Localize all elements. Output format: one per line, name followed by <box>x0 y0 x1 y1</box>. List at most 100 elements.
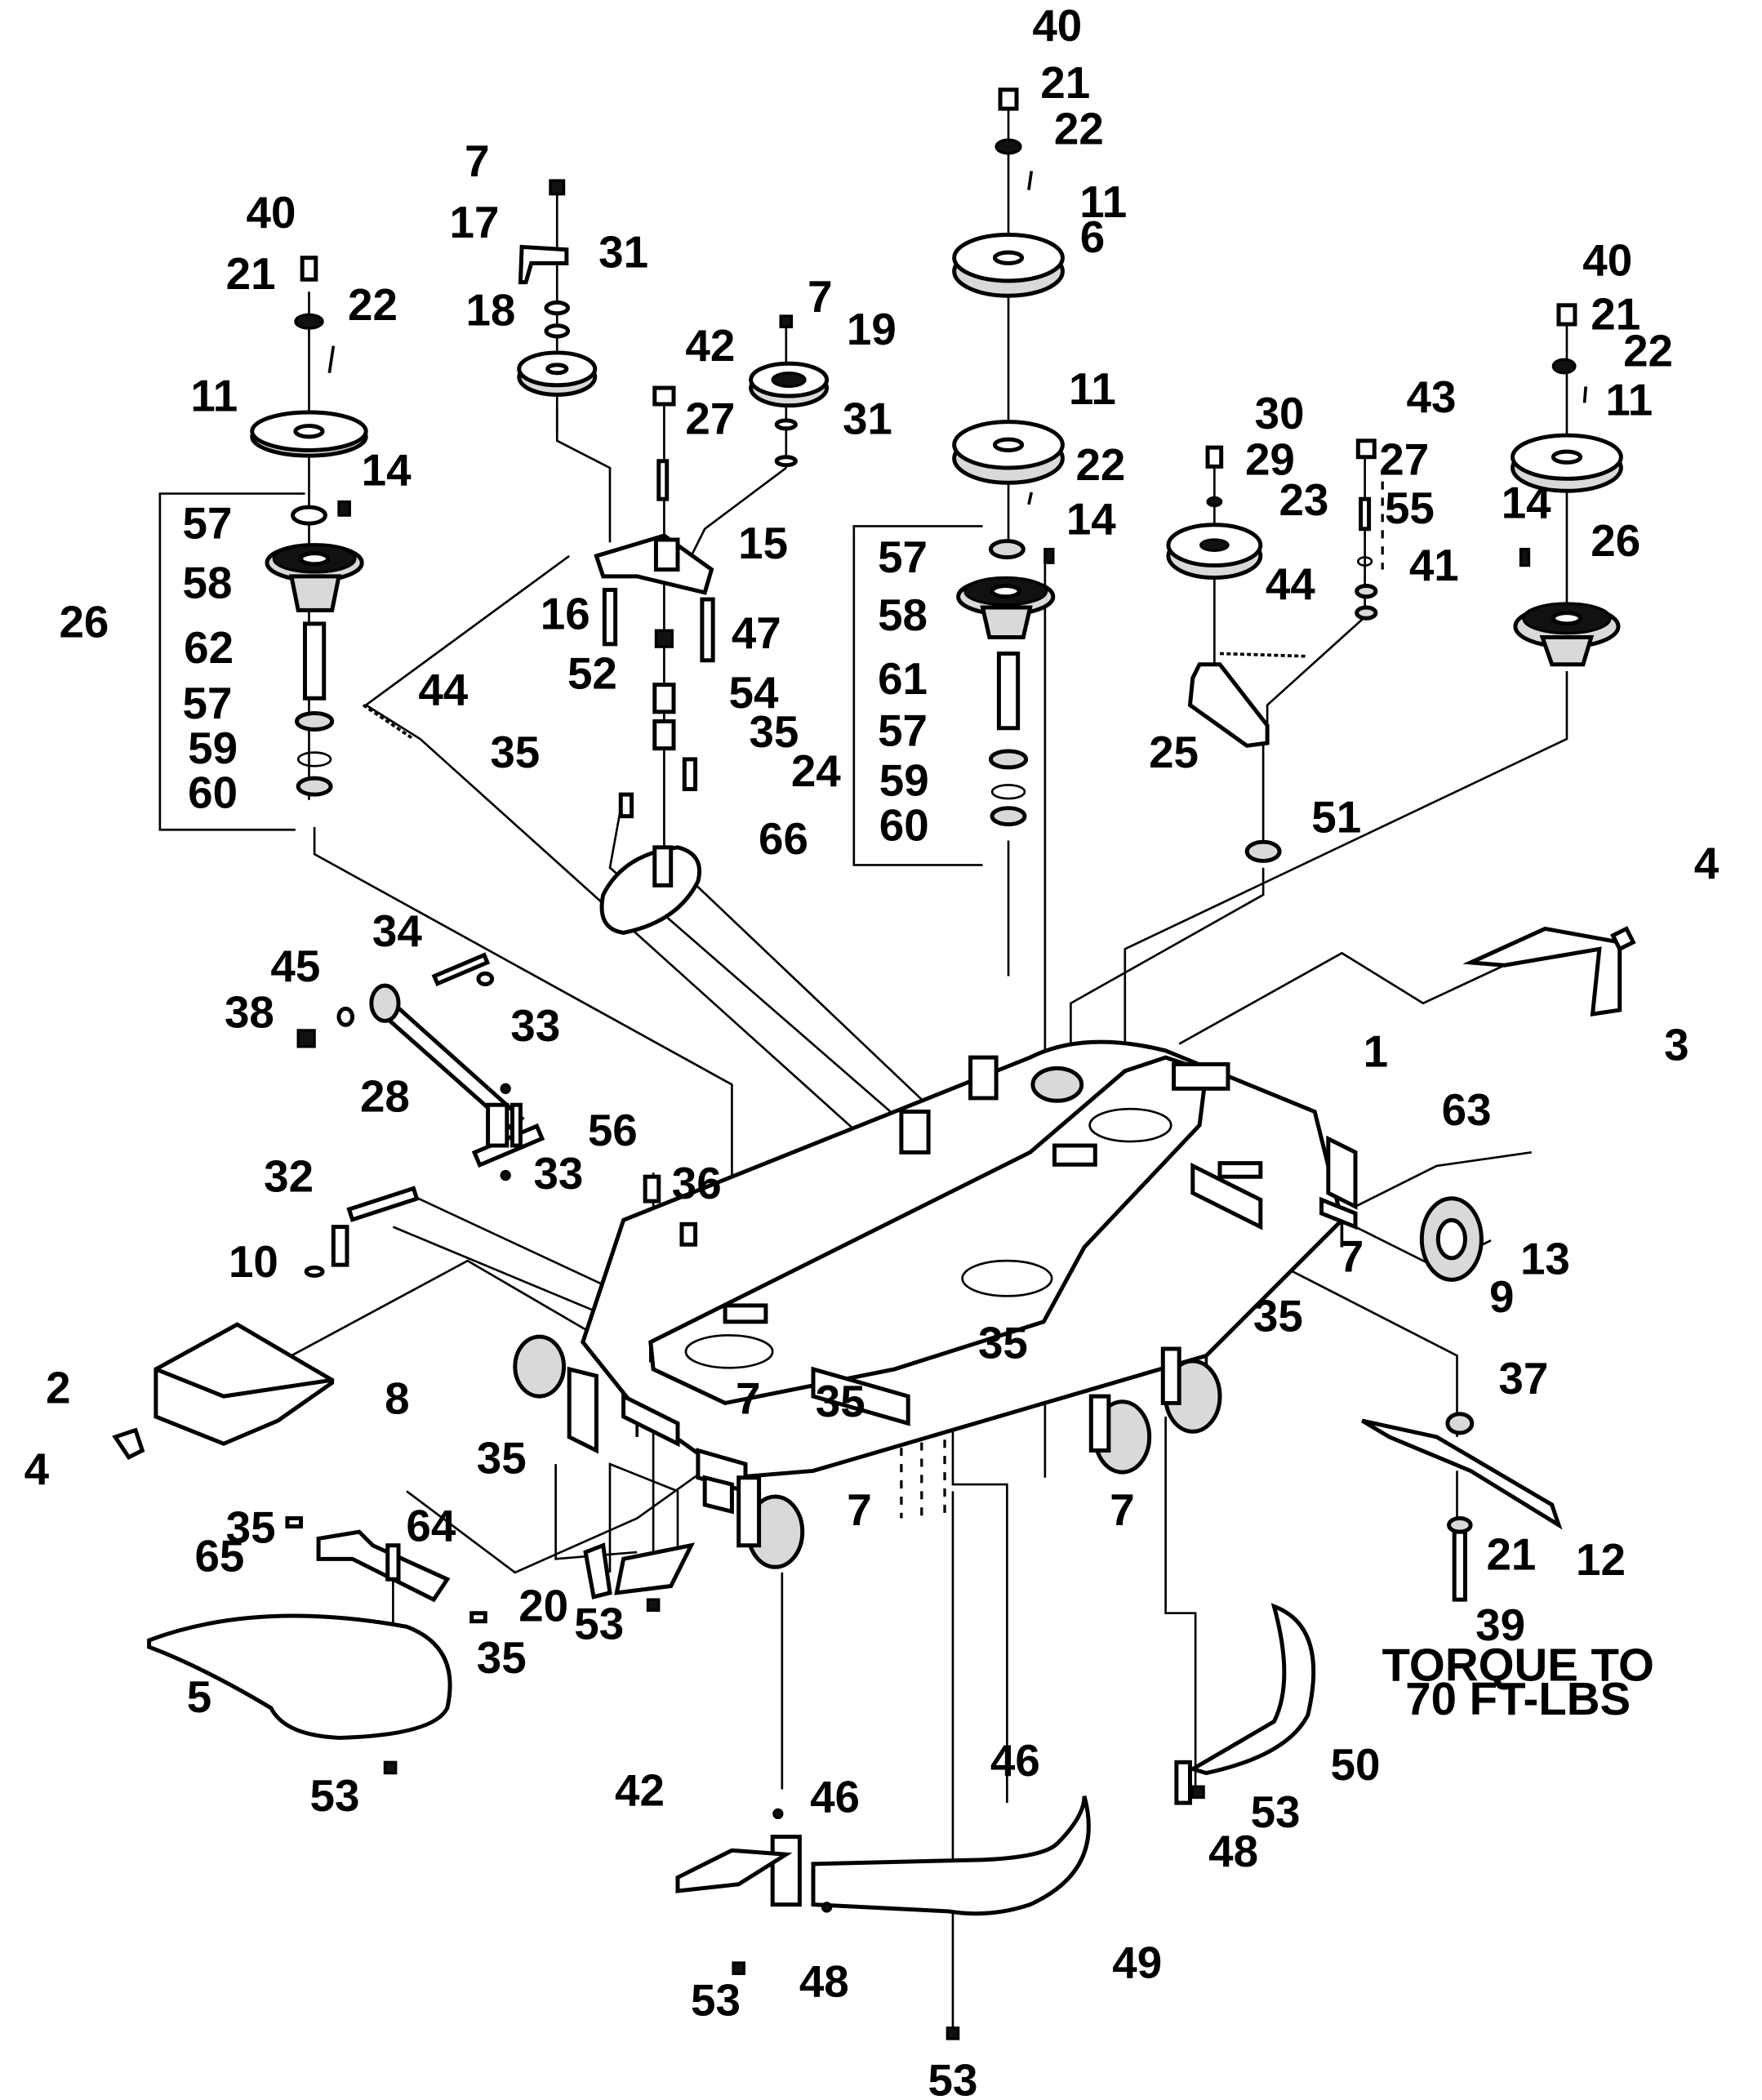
callout-label: 21 <box>1486 1529 1536 1580</box>
callout-label: 40 <box>1032 0 1082 51</box>
callout-label: 57 <box>183 497 233 548</box>
callout-label: 21 <box>226 248 276 299</box>
left-spindle-assembly <box>250 256 368 797</box>
callout-label: 34 <box>372 905 422 956</box>
callout-label: 35 <box>226 1502 276 1552</box>
callout-label: 54 <box>728 667 778 718</box>
callout-label: 57 <box>183 678 233 728</box>
callout-label: 50 <box>1331 1739 1381 1790</box>
callout-label: 32 <box>264 1150 314 1201</box>
callout-label: 59 <box>188 723 238 773</box>
callout-label: 14 <box>362 445 412 496</box>
callout-label: 35 <box>477 1632 527 1683</box>
callout-label: 20 <box>518 1581 568 1631</box>
callout-label: 11 <box>1069 363 1116 414</box>
callout-label: 45 <box>270 941 320 991</box>
mower-deck <box>581 1039 1358 1515</box>
callout-label: 6 <box>1080 211 1105 262</box>
callout-label: 39 <box>1475 1599 1525 1650</box>
torque-note-line1: TORQUE TO <box>1382 1640 1653 1691</box>
callout-label: 9 <box>1489 1271 1514 1322</box>
callout-label: 52 <box>567 648 617 699</box>
callout-label: 49 <box>1112 1937 1162 1987</box>
callout-label: 53 <box>928 2055 978 2100</box>
callout-label: 22 <box>1623 326 1673 376</box>
callout-label: 65 <box>194 1530 244 1581</box>
callout-label: 59 <box>879 755 929 806</box>
callout-label: 29 <box>1245 434 1295 484</box>
callout-label: 7 <box>1110 1484 1134 1535</box>
callout-label: 28 <box>360 1071 410 1122</box>
callout-label: 35 <box>978 1318 1028 1368</box>
callout-label: 10 <box>229 1236 278 1287</box>
callout-label: 35 <box>490 727 540 777</box>
callout-label: 64 <box>406 1501 456 1551</box>
callout-label: 7 <box>808 271 832 322</box>
callout-label: 35 <box>1253 1290 1303 1341</box>
callout-label: 11 <box>1079 176 1127 227</box>
callout-label: 26 <box>59 597 109 647</box>
blade <box>1361 1412 1563 1602</box>
callout-label: 33 <box>510 1000 560 1051</box>
callout-label: 51 <box>1311 792 1361 843</box>
callout-label: 7 <box>847 1484 871 1535</box>
callout-label: 44 <box>418 665 468 715</box>
callout-label: 42 <box>615 1764 665 1815</box>
callout-label: 40 <box>247 187 296 238</box>
callout-label: 31 <box>843 394 892 444</box>
callout-label: 11 <box>190 370 238 420</box>
callout-label: 35 <box>477 1433 527 1484</box>
callout-label: 7 <box>465 136 489 186</box>
discharge-chute <box>675 1603 1316 2040</box>
callout-label: 42 <box>685 320 735 371</box>
callout-label: 4 <box>24 1444 50 1494</box>
callout-label: 61 <box>878 653 928 704</box>
callout-label: 7 <box>736 1373 760 1424</box>
callout-label: 5 <box>187 1671 211 1722</box>
callout-label: 46 <box>810 1772 860 1822</box>
callout-label: 60 <box>879 800 929 851</box>
callout-label: 63 <box>1442 1084 1492 1135</box>
callout-label: 11 <box>1605 374 1653 425</box>
callout-label: 60 <box>188 767 238 818</box>
callout-label: 57 <box>878 532 928 582</box>
callout-label: 17 <box>450 197 500 247</box>
callout-label: 25 <box>1149 727 1199 777</box>
callout-label: 22 <box>1075 439 1125 490</box>
callout-label: 58 <box>878 590 928 640</box>
callout-label: 48 <box>799 1956 849 2007</box>
callout-label: 35 <box>816 1376 865 1426</box>
idler-assembly-left <box>362 179 830 751</box>
callout-label: 44 <box>1266 558 1315 609</box>
callout-label: 33 <box>533 1148 583 1199</box>
callout-label: 41 <box>1409 540 1459 590</box>
callout-label: 53 <box>574 1598 624 1648</box>
callout-label: 38 <box>225 987 274 1038</box>
callout-label: 53 <box>310 1770 360 1821</box>
callout-label: 3 <box>1664 1019 1689 1070</box>
callout-label: 66 <box>759 813 808 864</box>
callout-label: 48 <box>1208 1826 1258 1876</box>
callout-label: 55 <box>1385 483 1435 533</box>
callout-label: 21 <box>1591 289 1640 340</box>
callout-label: 8 <box>385 1373 409 1424</box>
callout-label: 37 <box>1498 1353 1548 1404</box>
callout-label: 19 <box>847 304 897 354</box>
callout-label: 62 <box>184 622 234 673</box>
callout-label: 14 <box>1066 493 1116 544</box>
callout-label: 31 <box>598 226 648 277</box>
callout-label: 4 <box>1694 838 1720 888</box>
center-spindle-assembly <box>952 87 1065 827</box>
torque-note-line2: 70 FT-LBS <box>1405 1673 1631 1724</box>
callout-label: 58 <box>183 557 233 607</box>
callout-label: 53 <box>691 1975 741 2026</box>
callout-label: 56 <box>588 1105 638 1155</box>
bracket-parts <box>285 1516 696 1775</box>
callout-label: 30 <box>1255 388 1305 438</box>
callout-label: 22 <box>1054 103 1104 153</box>
callout-label: 18 <box>465 285 515 336</box>
callout-label: 16 <box>541 589 590 639</box>
callout-label: 43 <box>1406 372 1456 422</box>
callout-label: 23 <box>1279 474 1328 525</box>
